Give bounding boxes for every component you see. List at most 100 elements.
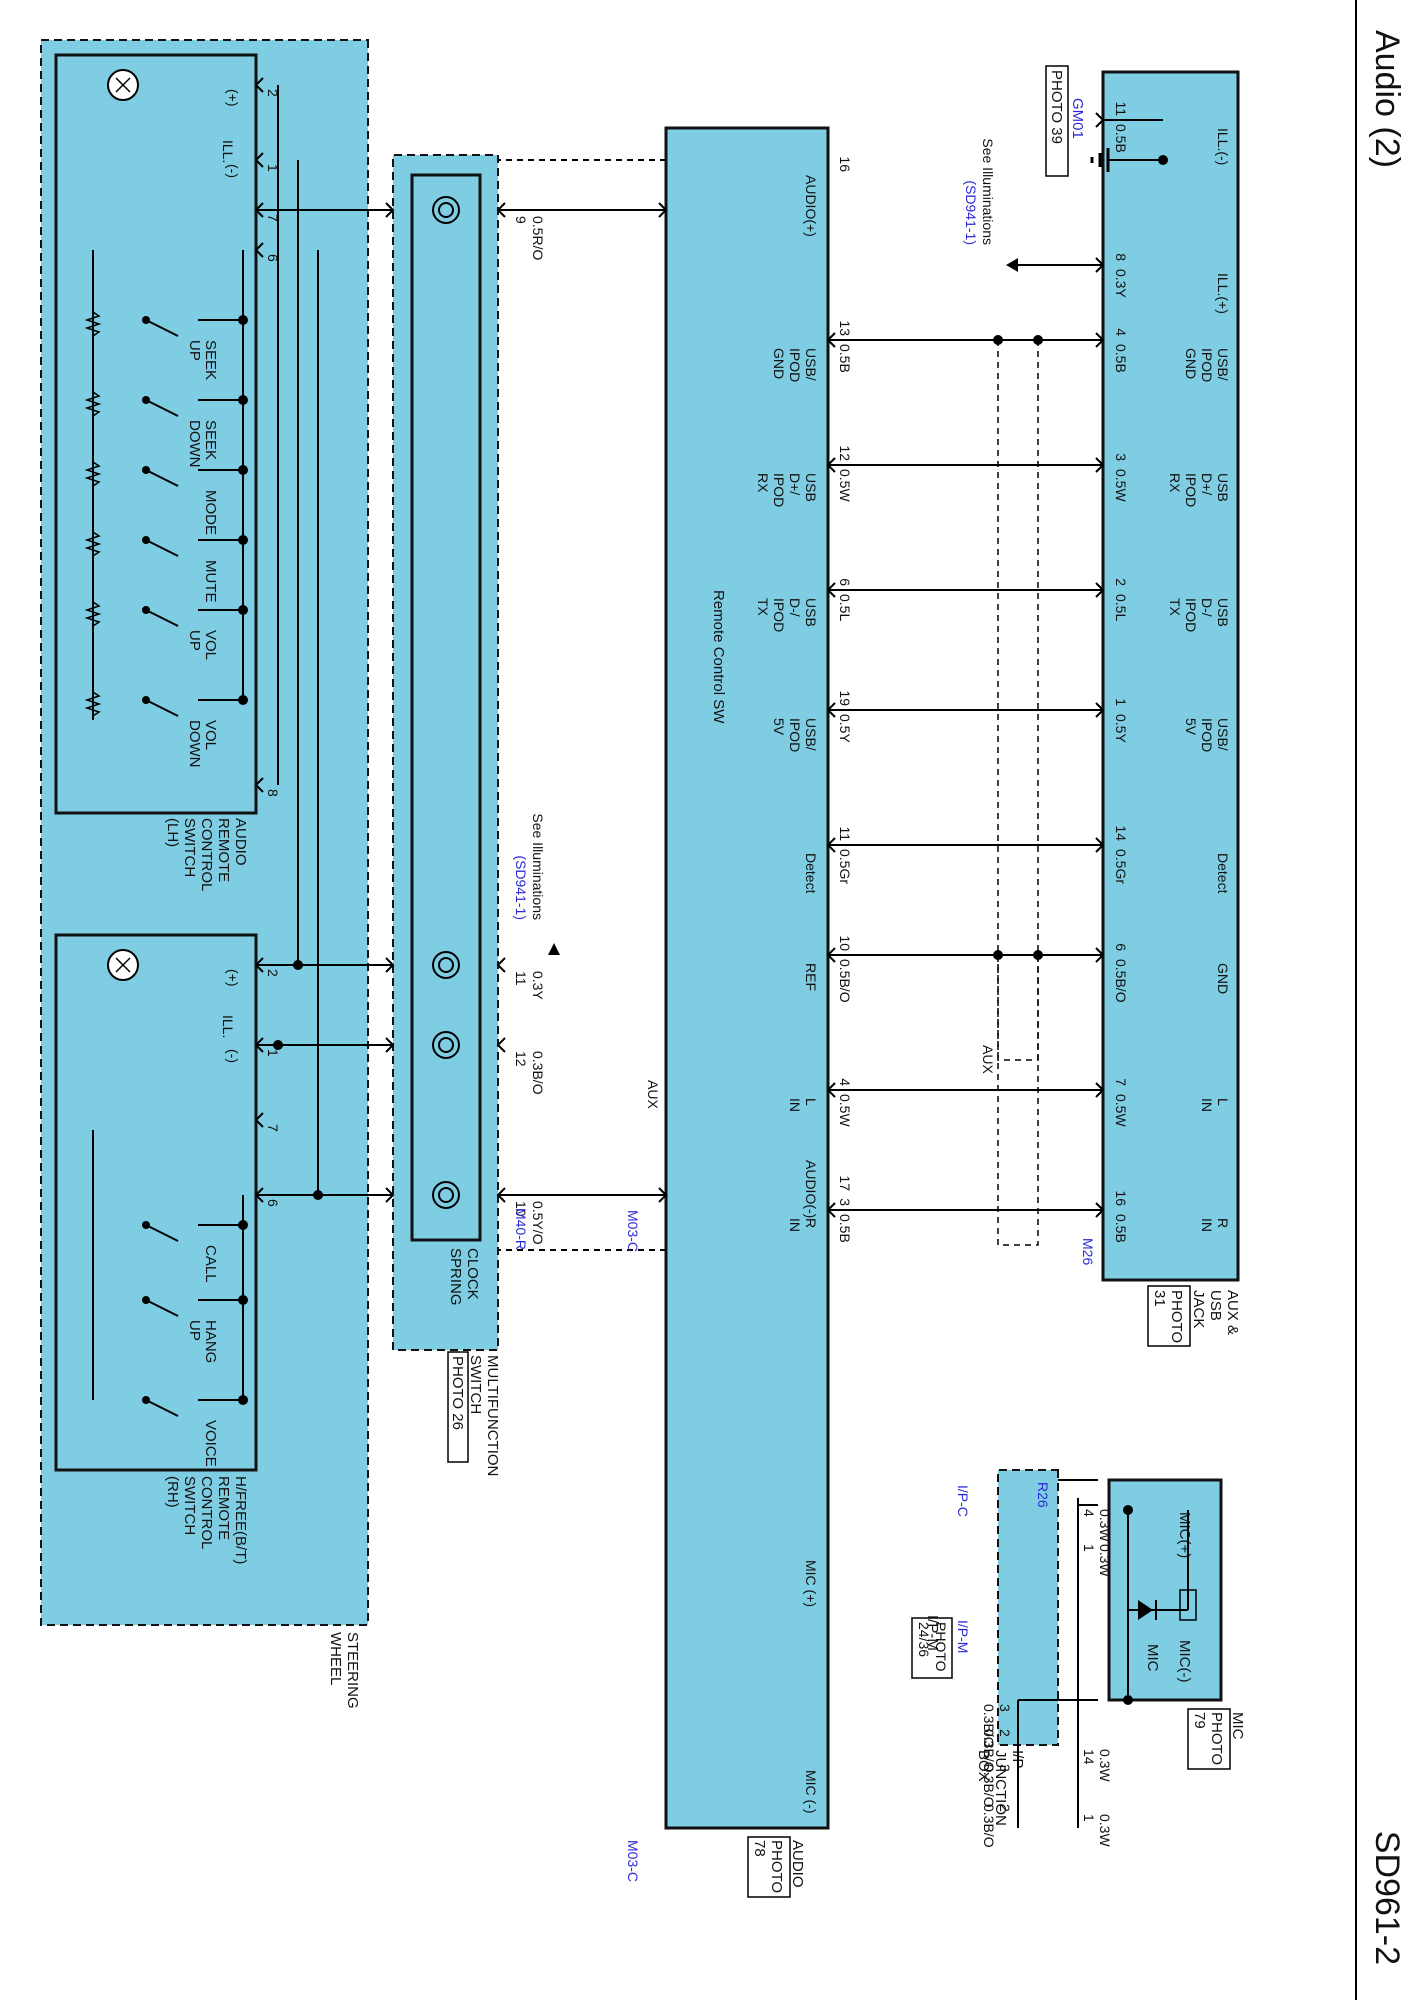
aux-jack-pin-number: 3: [1113, 453, 1129, 461]
wires-layer: [84, 77, 1163, 1828]
mic-plus-pin-number: 4: [1081, 1509, 1097, 1517]
jb-photo-2: 24/36: [916, 1622, 932, 1657]
mfs-pin-number: 10: [513, 1201, 529, 1217]
audio-pin-number: 3: [837, 1198, 853, 1206]
audio-side-wire-code: 0.5B: [837, 344, 853, 373]
svg-text:JACK: JACK: [1190, 1290, 1207, 1328]
aux-jack-pin-number: 2: [1113, 578, 1129, 586]
audio-side-wire-code: 0.5Y: [837, 714, 853, 743]
svg-text:MIC: MIC: [1229, 1712, 1246, 1740]
lh-resistor: [84, 461, 102, 487]
svg-text:MULTIFUNCTION: MULTIFUNCTION: [484, 1355, 501, 1476]
lh-switch-dot: [238, 695, 248, 705]
lh-pin-chevron: [254, 202, 264, 218]
audio-minus-pin: 17: [837, 1175, 853, 1191]
audio-pin-label: USB: [803, 598, 819, 627]
aux-jack-pin-label: ILL.(-): [1215, 128, 1231, 165]
mfs-pin-number: 11: [513, 971, 529, 986]
svg-text:SWITCH: SWITCH: [181, 818, 198, 877]
audio-unit-label: AUDIO PHOTO 78: [747, 1836, 806, 1898]
sw-splice: [313, 1190, 323, 1200]
page-code: SD961-2: [1368, 1831, 1406, 1965]
aux-jack-wire-code: 0.5W: [1113, 1094, 1129, 1127]
mic-plus-wire-code: 0.3W: [1097, 1749, 1113, 1782]
rh-switch-label: CALL: [202, 1245, 219, 1283]
sw-splice: [293, 960, 303, 970]
mic-minus-pin-number: 3: [997, 1764, 1013, 1772]
audio-pin-label: D+/: [787, 473, 803, 495]
mic-minus-wire-code: 0.3B/O: [981, 1704, 997, 1748]
audio-side-wire-code: 0.5W: [837, 469, 853, 502]
lh-switch-label: MUTE: [202, 560, 219, 603]
mfs-pin-chevron: [496, 1187, 506, 1203]
svg-text:AUX &: AUX &: [1224, 1290, 1241, 1335]
rh-pin-number: 6: [265, 1199, 281, 1207]
audio-pin-label: RX: [755, 473, 771, 493]
mfs-pin-number: 9: [513, 216, 529, 224]
svg-text:31: 31: [1151, 1290, 1168, 1307]
mic-plus-wire-code: 0.3W: [1097, 1544, 1113, 1577]
lh-switch-label: VOL: [202, 630, 219, 660]
aux-usb-jack-label: AUX & USB JACK PHOTO 31: [1147, 1285, 1241, 1347]
clock-spring-coils: [432, 196, 460, 1209]
sw-splice: [273, 1040, 283, 1050]
lh-resistor: [84, 311, 102, 337]
lh-switch-blade: [145, 699, 179, 717]
connector-m40r: M40-R: [513, 1208, 529, 1250]
aux-jack-pin-label: D+/: [1199, 473, 1215, 495]
rh-pin-number: 1: [265, 1049, 281, 1057]
rh-pin-sign: (-): [225, 1049, 241, 1063]
aux-jack-pin-number: 7: [1113, 1078, 1129, 1086]
audio-mic-plus-label: MIC (+): [803, 1560, 819, 1607]
rh-pin-sign: (+): [225, 969, 241, 987]
lh-switch-label: VOL: [202, 720, 219, 750]
aux-jack-pin-label: IN: [1199, 1218, 1215, 1232]
svg-text:BOX: BOX: [975, 1750, 992, 1782]
lh-pin-number: 7: [265, 214, 281, 222]
rh-switch-label: HANG: [202, 1320, 219, 1363]
steering-wheel-label-2: WHEEL: [327, 1632, 344, 1685]
mfs-pin-number: 12: [513, 1051, 529, 1067]
gm01-label: GM01 PHOTO 39: [1045, 65, 1086, 177]
svg-text:CONTROL: CONTROL: [198, 818, 215, 891]
mic-box: [1107, 1478, 1223, 1702]
rh-pin-chevron: [254, 1112, 264, 1128]
svg-text:MIC(+): MIC(+): [1176, 1512, 1193, 1558]
aux-jack-pin-number: 6: [1113, 943, 1129, 951]
audio-pin-label: IPOD: [771, 598, 787, 632]
audio-pin-number: 13: [837, 320, 853, 336]
lh-switch-blade: [145, 319, 179, 337]
audio-pin-label: D-/: [787, 598, 803, 617]
audio-pin-number: 10: [837, 935, 853, 951]
connector-m03c-mic: M03-C: [625, 1840, 641, 1882]
audio-pin-label: USB/: [803, 348, 819, 381]
clock-spring-box: [410, 173, 482, 1242]
lh-switch-blade: [145, 539, 179, 557]
svg-text:(RH): (RH): [164, 1476, 181, 1508]
svg-text:CONTROL: CONTROL: [198, 1476, 215, 1549]
shield-dot: [1033, 335, 1043, 345]
aux-usb-jack-box: [1101, 70, 1240, 1282]
svg-text:PHOTO: PHOTO: [1208, 1712, 1225, 1765]
connector-r26: R26: [1035, 1482, 1051, 1508]
svg-text:H/FREE(B/T): H/FREE(B/T): [232, 1476, 249, 1564]
mic-minus-wire-code: 0.3B/O: [981, 1764, 997, 1808]
see-illuminations-ref: (SD941-1): [963, 180, 979, 245]
svg-text:PHOTO: PHOTO: [768, 1840, 785, 1893]
lh-resistor: [84, 391, 102, 417]
lh-switch-blade: [145, 609, 179, 627]
aux-jack-wire-code: 0.5B: [1113, 344, 1129, 373]
audio-aux-group-label: AUX: [645, 1080, 661, 1109]
audio-pin-label: IPOD: [787, 348, 803, 382]
audio-pin-number: 19: [837, 690, 853, 706]
ground-gm01: [1090, 148, 1168, 172]
lh-switch-dot: [238, 395, 248, 405]
mic-plus-wire-code: 0.3W: [1097, 1814, 1113, 1847]
hfree-remote-switch-rh-label: H/FREE(B/T) REMOTE CONTROL SWITCH (RH): [164, 1476, 249, 1564]
aux-jack-pin-label: IPOD: [1183, 598, 1199, 632]
lh-switch-dot: [238, 605, 248, 615]
mic-plus-pin-number: 1: [1081, 1544, 1097, 1552]
